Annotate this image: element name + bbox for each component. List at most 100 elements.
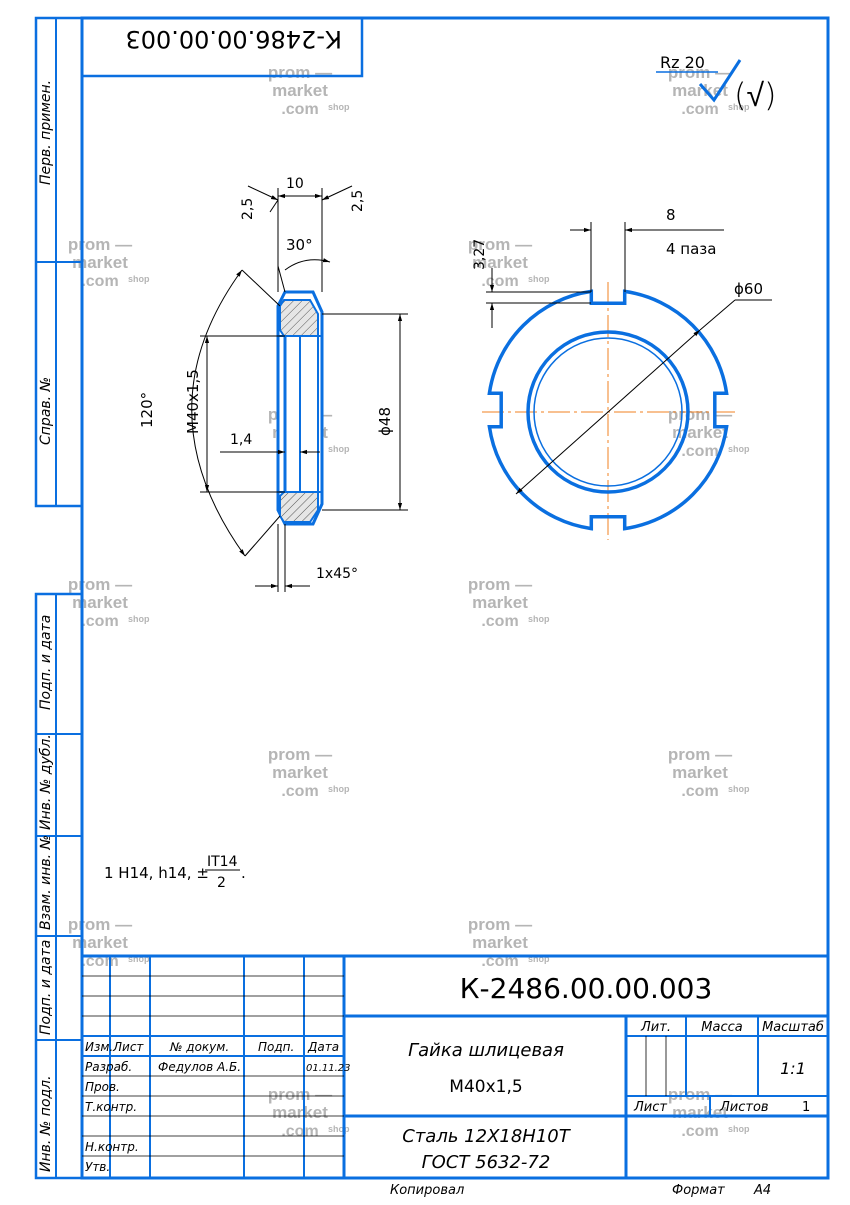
note-fraction-denominator: 2 <box>217 875 226 891</box>
title-block: К-2486.00.00.003 Гайка шлицевая M40x1,5 … <box>80 954 830 1180</box>
watermark-text: .com <box>281 1123 318 1140</box>
watermark-text: prom — <box>668 745 732 764</box>
razrab-date: 01.11.23 <box>306 1063 351 1074</box>
dim-diameter-48: ϕ48 <box>376 407 394 436</box>
scale-value: 1:1 <box>780 1059 806 1078</box>
watermark-text: prom — <box>468 235 532 254</box>
hdr-list: Лист <box>112 1040 144 1054</box>
hdr-izm: Изм. <box>85 1040 113 1054</box>
note-tolerance: 1 H14, h14, ± <box>104 864 209 882</box>
watermark-shop: shop <box>728 444 750 454</box>
watermark-text: .com <box>681 443 718 460</box>
format-label: Формат <box>672 1183 725 1198</box>
watermark-shop: shop <box>728 102 750 112</box>
watermark-text: prom — <box>68 915 132 934</box>
watermark-text: .com <box>681 101 718 118</box>
watermark-text: market <box>72 933 128 952</box>
watermark-text: market <box>672 81 728 100</box>
watermark-text: prom — <box>668 405 732 424</box>
watermark-shop: shop <box>128 274 150 284</box>
watermark-text: .com <box>481 273 518 290</box>
dim-width-top: 10 <box>286 176 304 192</box>
dim-slot-depth: 3,27 <box>472 239 488 270</box>
row-tkontr: Т.контр. <box>85 1100 137 1114</box>
dim-thread: M40x1,5 <box>184 369 202 434</box>
watermark-text: .com <box>281 783 318 800</box>
label-perv-primen: Перв. примен. <box>38 80 54 185</box>
watermark-text: .com <box>81 273 118 290</box>
part-name-thread: M40x1,5 <box>449 1077 522 1097</box>
watermark-shop: shop <box>528 614 550 624</box>
sheets-label: Листов <box>719 1100 769 1115</box>
watermark-shop: shop <box>328 444 350 454</box>
dim-chamfer-left: 2,5 <box>240 198 256 220</box>
watermark-text: .com <box>81 613 118 630</box>
sheet-label: Лист <box>633 1100 667 1115</box>
side-section-view: 10 2,5 2,5 30° 120° M40x1,5 1,4 ϕ48 1x45… <box>138 176 408 592</box>
label-podp-data-1: Подп. и дата <box>38 615 54 710</box>
watermark-text: prom — <box>468 915 532 934</box>
watermark-shop: shop <box>128 954 150 964</box>
watermark-text: market <box>272 763 328 782</box>
watermark-text: market <box>672 763 728 782</box>
watermark-text: market <box>72 253 128 272</box>
watermark-text: prom — <box>268 63 332 82</box>
side-labels: Перв. примен. Справ. № Подп. и дата Инв.… <box>38 80 54 1172</box>
watermark-text: .com <box>681 1123 718 1140</box>
watermark-text: market <box>272 1103 328 1122</box>
format-value: А4 <box>753 1183 771 1198</box>
hdr-massa: Масса <box>701 1020 742 1035</box>
hdr-lit: Лит. <box>640 1020 671 1035</box>
watermark-text: prom — <box>468 575 532 594</box>
watermark-shop: shop <box>528 954 550 964</box>
note-fraction-numerator: IT14 <box>207 854 238 870</box>
label-inv-podl: Инв. № подл. <box>38 1075 54 1172</box>
title-designation: К-2486.00.00.003 <box>460 972 713 1005</box>
razrab-name: Федулов А.Б. <box>158 1060 241 1074</box>
dim-angle-120: 120° <box>138 392 156 428</box>
hdr-masshtab: Масштаб <box>762 1020 824 1035</box>
dim-chamfer-right: 2,5 <box>350 190 366 212</box>
roughness-value: Rz 20 <box>660 53 705 72</box>
dim-thickness: 1,4 <box>230 432 252 448</box>
hdr-podp: Подп. <box>258 1040 294 1054</box>
row-nkontr: Н.контр. <box>85 1140 139 1154</box>
watermark-tile: prom —market.com shop <box>68 235 150 290</box>
watermark-shop: shop <box>328 784 350 794</box>
front-view: 8 4 паза 3,27 ϕ60 <box>472 206 772 540</box>
watermark-text: prom — <box>268 1085 332 1104</box>
watermark-shop: shop <box>728 784 750 794</box>
row-utv: Утв. <box>85 1160 110 1174</box>
label-sprav-no: Справ. № <box>38 377 54 445</box>
watermark-text: market <box>472 933 528 952</box>
kopiroval-label: Копировал <box>390 1183 464 1198</box>
label-podp-data-2: Подп. и дата <box>38 940 54 1035</box>
row-razrab: Разраб. <box>85 1060 132 1074</box>
part-name: Гайка шлицевая <box>408 1040 564 1061</box>
watermark-text: prom — <box>268 745 332 764</box>
watermark-text: market <box>272 81 328 100</box>
dim-chamfer-bottom: 1x45° <box>316 566 358 582</box>
dim-angle-30: 30° <box>286 236 313 254</box>
roughness-other: (√) <box>734 76 777 114</box>
label-inv-dubl: Инв. № дубл. <box>38 734 54 830</box>
dim-slot-width: 8 <box>666 206 676 224</box>
watermark-tile: prom —market.com shop <box>268 745 350 800</box>
watermark-shop: shop <box>328 102 350 112</box>
watermark-text: .com <box>281 101 318 118</box>
watermark-text: prom — <box>68 235 132 254</box>
material-line1: Сталь 12Х18Н10Т <box>402 1126 571 1147</box>
hdr-ndokum: № докум. <box>169 1040 229 1054</box>
watermark-shop: shop <box>728 1124 750 1134</box>
watermark-text: .com <box>481 613 518 630</box>
dim-slots-count: 4 паза <box>666 240 716 258</box>
roughness-sign: Rz 20 (√) <box>656 53 777 114</box>
